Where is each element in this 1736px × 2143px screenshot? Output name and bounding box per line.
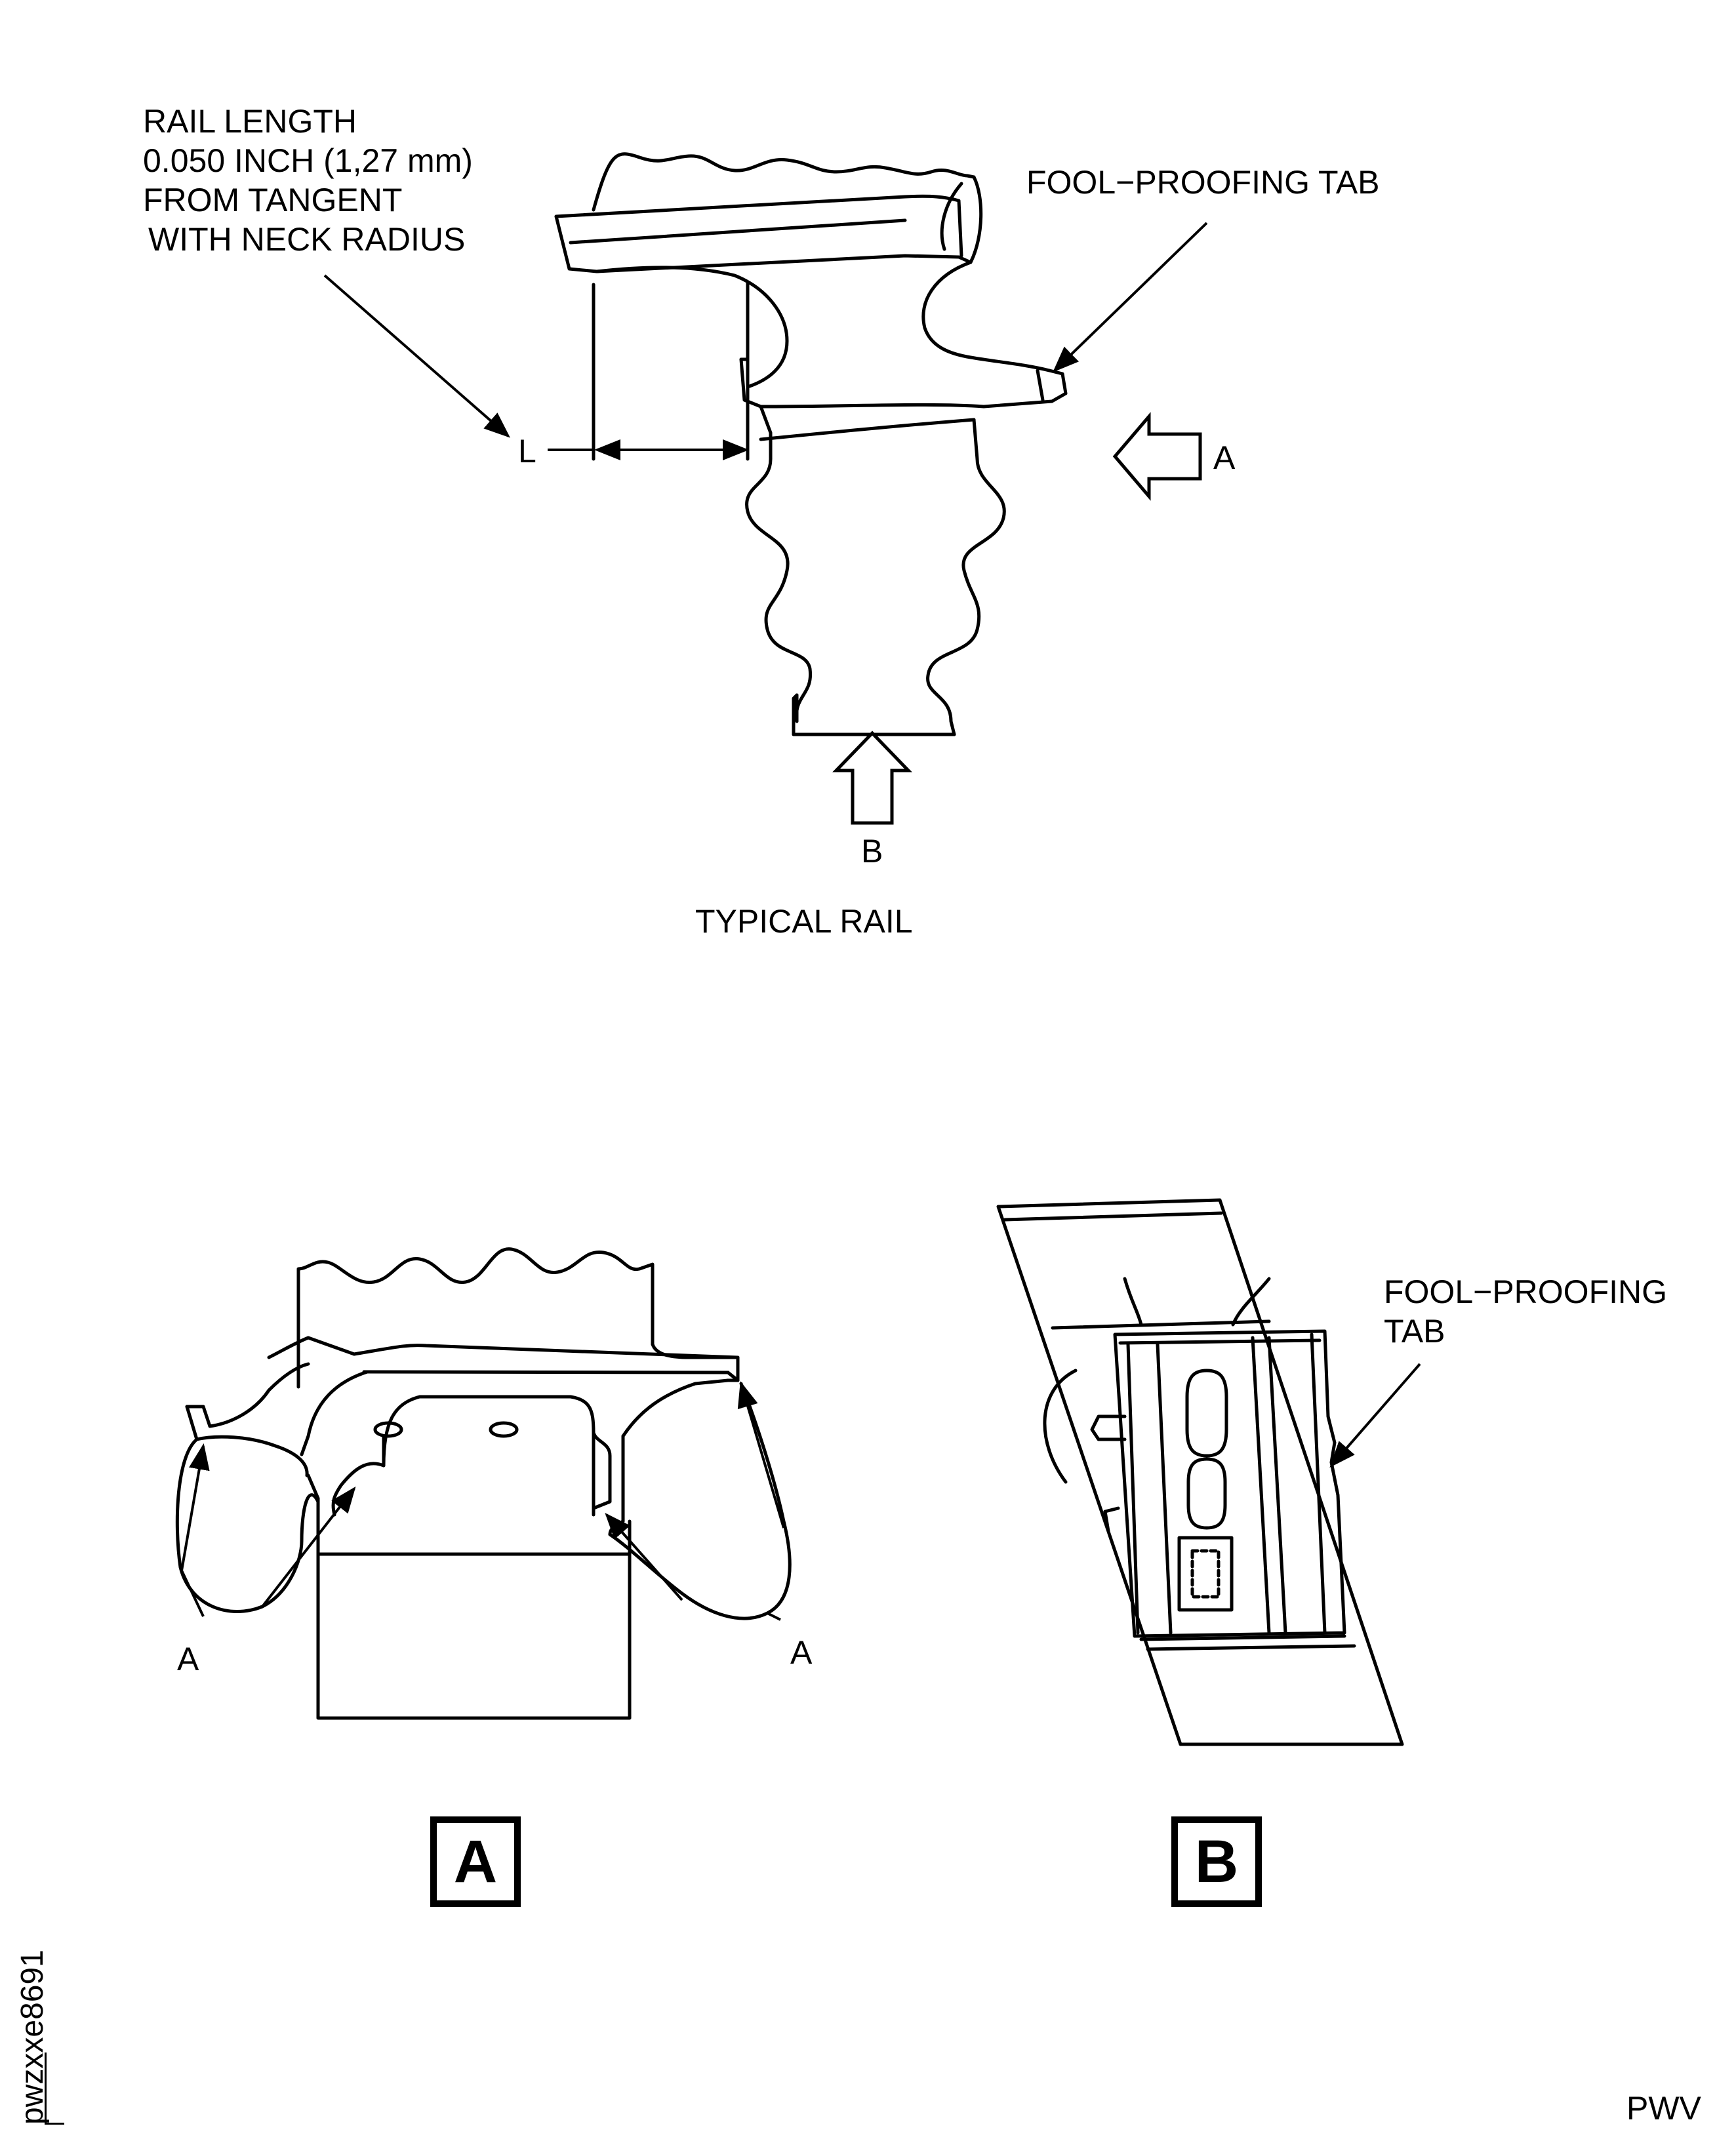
rail-length-note-line-2: 0.050 INCH (1,27 mm) [143, 142, 473, 179]
rail-length-leader [323, 274, 511, 438]
fool-proofing-tab-label: FOOL−PROOFING TAB [1026, 164, 1380, 201]
view-b-drawing [996, 1198, 1404, 1746]
figure-id-rule [45, 2053, 47, 2125]
view-b-tab-label: FOOL−PROOFING TAB [1384, 1272, 1667, 1351]
view-a-drawing [175, 1247, 792, 1720]
footer-code: PWV [1626, 2090, 1701, 2127]
view-a-callout-right: A [790, 1634, 813, 1671]
view-arrow-a-label: A [1213, 439, 1236, 476]
view-a-leaders [180, 1381, 785, 1621]
view-b-tab-label-line-1: FOOL−PROOFING [1384, 1273, 1668, 1310]
view-b-tab-leader [1329, 1363, 1421, 1468]
view-b-title-box: B [1171, 1816, 1262, 1907]
rail-length-note: RAIL LENGTH 0.050 INCH (1,27 mm) FROM TA… [143, 102, 473, 259]
rail-length-note-line-1: RAIL LENGTH [143, 103, 357, 140]
view-b-tab-label-line-2: TAB [1384, 1313, 1445, 1350]
view-a-title-box: A [430, 1816, 521, 1907]
rail-length-note-line-3: FROM TANGENT [143, 182, 403, 218]
typical-rail-drawing [554, 152, 1068, 736]
fool-proofing-tab-leader [1053, 222, 1208, 372]
view-arrow-b [832, 731, 912, 825]
view-arrow-a [1112, 412, 1202, 501]
view-a-callout-left: A [177, 1641, 199, 1677]
dimension-l-label: L [518, 433, 536, 470]
typical-rail-caption: TYPICAL RAIL [695, 903, 913, 940]
view-arrow-b-label: B [861, 833, 883, 870]
figure-id-rule-foot [45, 2123, 64, 2125]
rail-length-note-line-4: WITH NECK RADIUS [148, 221, 466, 258]
